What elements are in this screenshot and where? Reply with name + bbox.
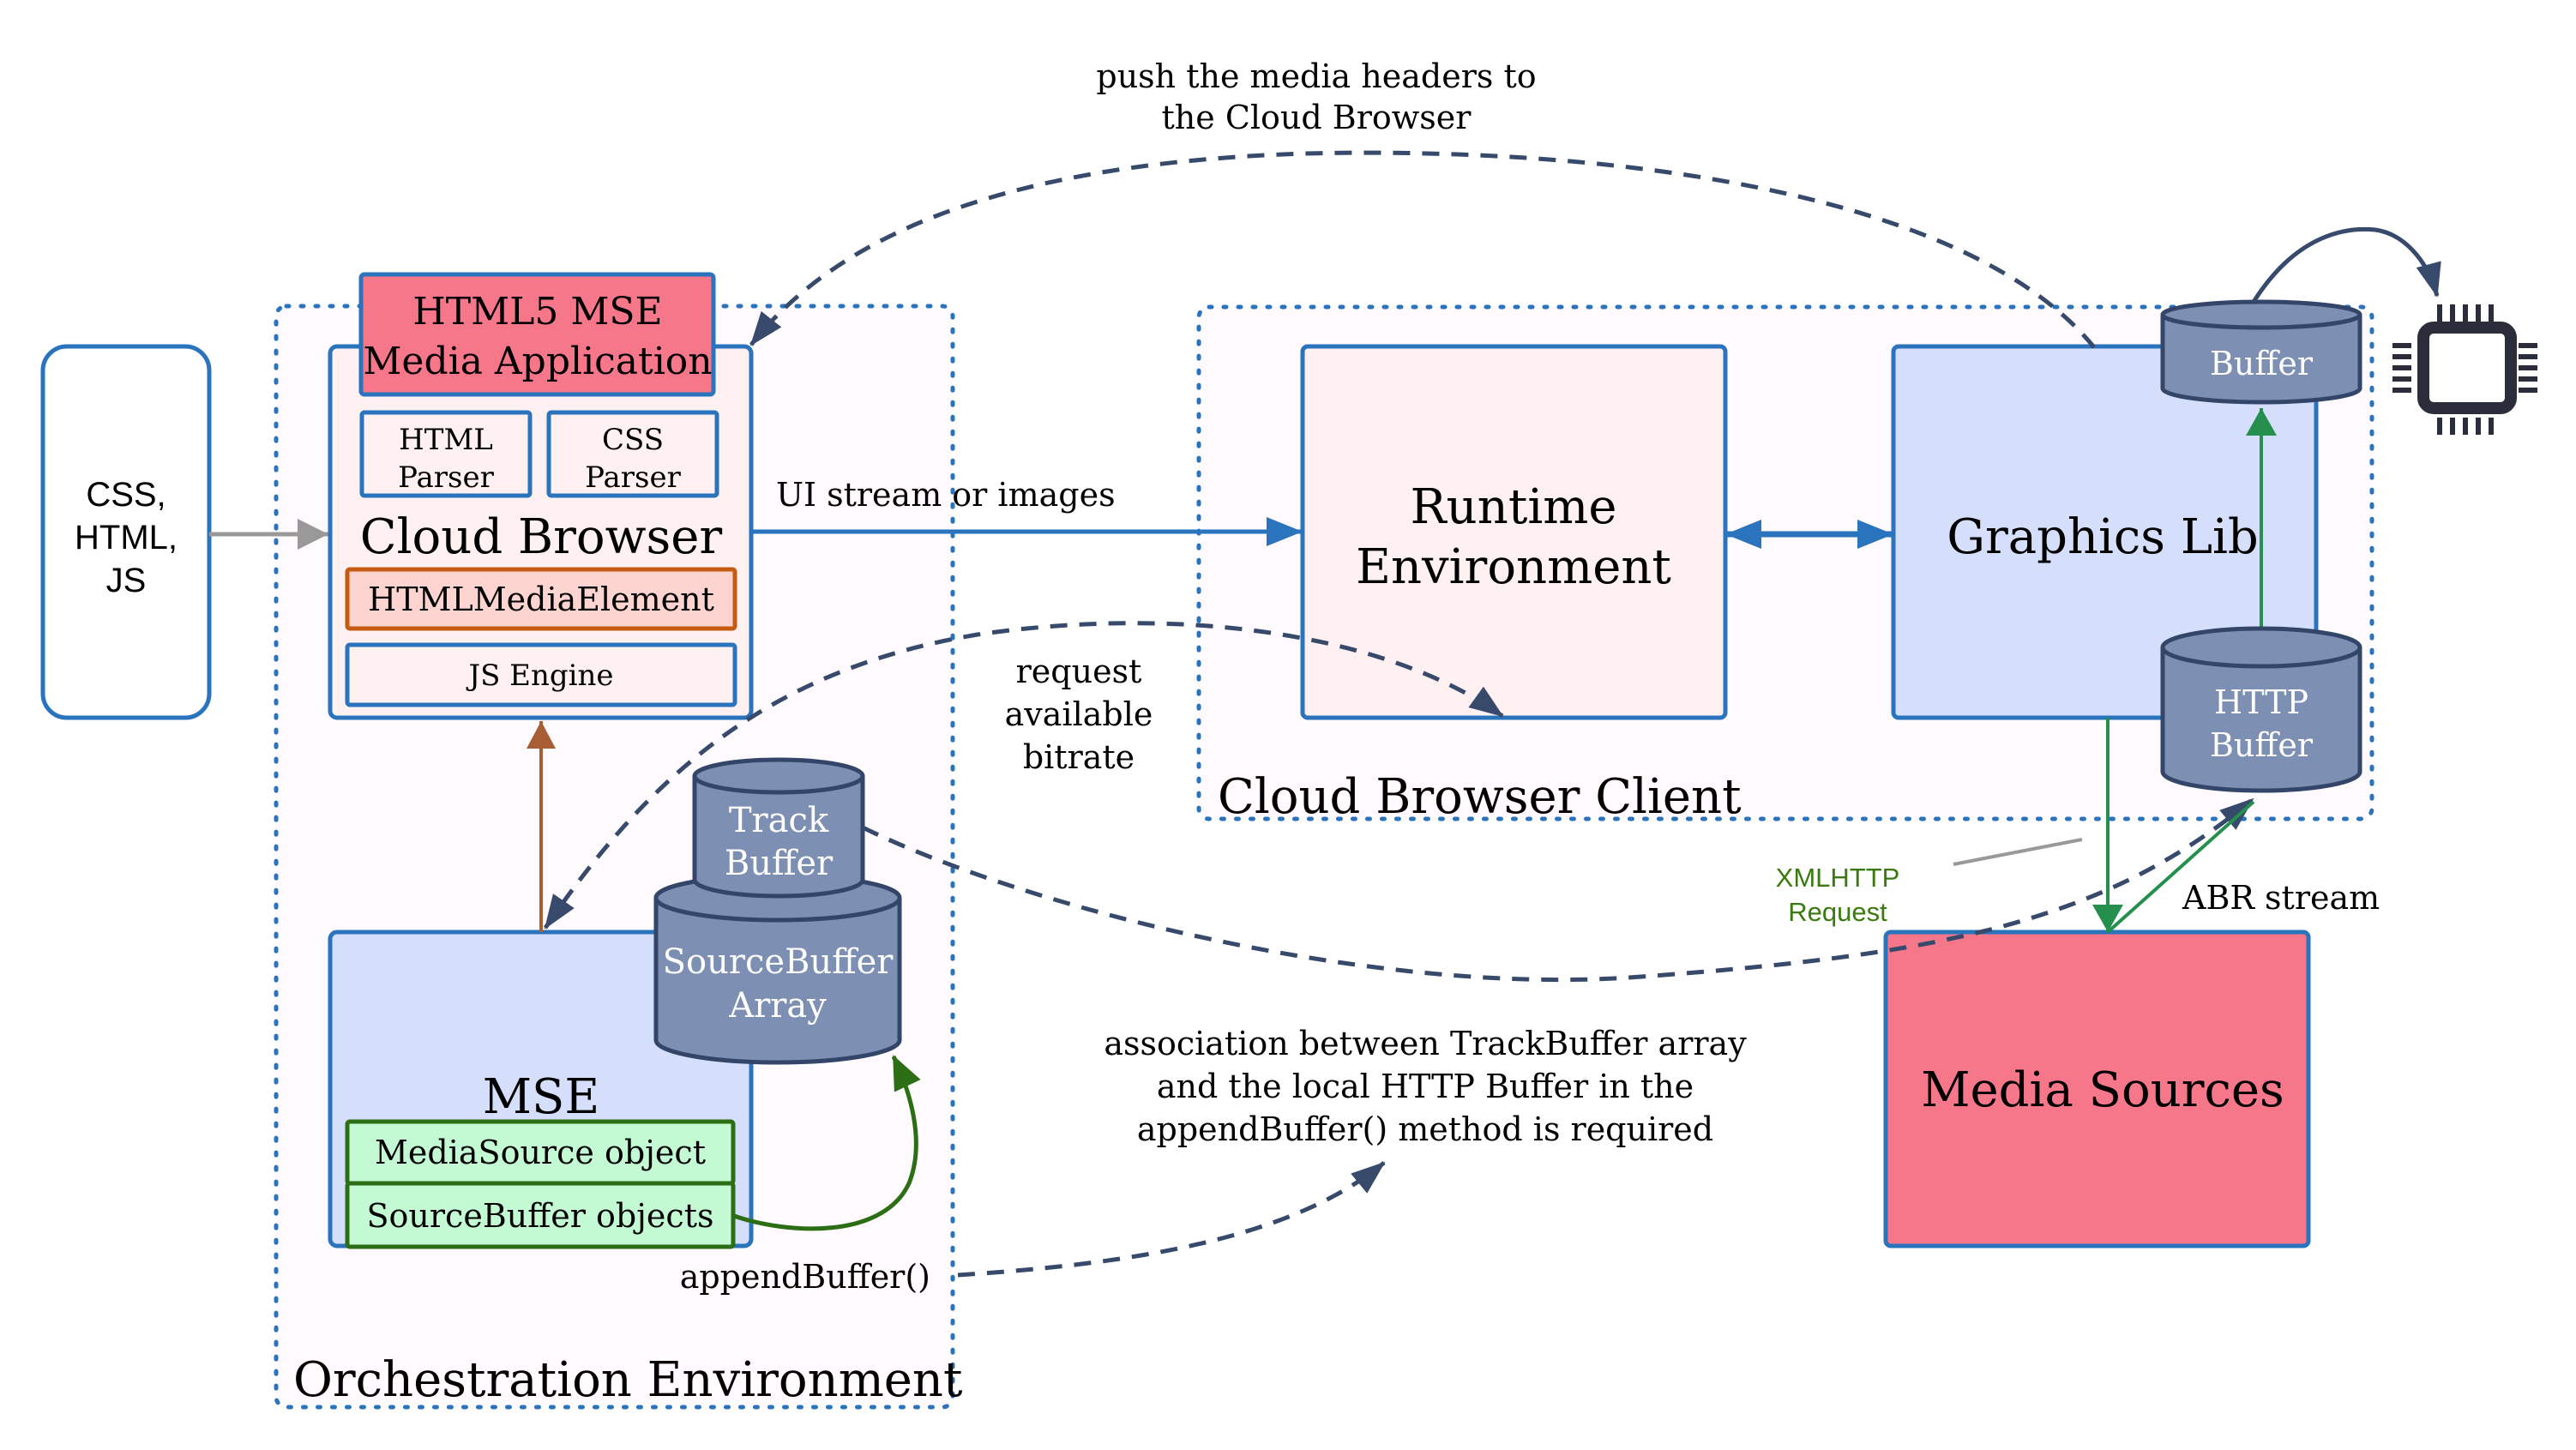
append-buffer-note-arrow <box>957 1161 1386 1278</box>
xmlhttp-line-1: XMLHTTP <box>1776 863 1900 893</box>
abr-stream-arrow <box>2106 800 2255 934</box>
media-app-line-2: Media Application <box>363 340 712 383</box>
html-media-element-box: HTMLMediaElement <box>345 567 737 631</box>
media-application-box: HTML5 MSE Media Application <box>358 272 716 397</box>
runtime-line-1: Runtime <box>1411 479 1617 535</box>
source-buffer-objects-box: SourceBuffer objects <box>345 1181 736 1249</box>
buffer-cylinder: Buffer <box>2160 299 2362 405</box>
html-media-element-label: HTMLMediaElement <box>368 581 714 618</box>
request-bitrate-arrow <box>543 621 1504 930</box>
request-bitrate-line-3: bitrate <box>1023 738 1135 776</box>
media-source-object-label: MediaSource object <box>375 1134 706 1171</box>
http-buffer-line-2: Buffer <box>2210 726 2314 764</box>
source-buffer-array-line-2: Array <box>728 986 827 1026</box>
mse-title: MSE <box>483 1069 600 1125</box>
input-line-3: JS <box>106 562 147 599</box>
push-headers-arrow <box>749 150 2096 349</box>
abr-stream-label: ABR stream <box>2182 879 2380 917</box>
push-headers-line-2: the Cloud Browser <box>1162 99 1472 136</box>
media-source-object-box: MediaSource object <box>345 1119 736 1186</box>
buffer-label: Buffer <box>2210 345 2314 382</box>
source-buffer-objects-label: SourceBuffer objects <box>367 1197 714 1235</box>
source-buffer-array-cylinder: SourceBuffer Array <box>653 873 902 1065</box>
track-buffer-cylinder: Track Buffer <box>692 757 865 899</box>
track-to-http-buffer-arrow <box>861 797 2254 983</box>
push-headers-line-1: push the media headers to <box>1096 57 1536 95</box>
request-bitrate-line-2: available <box>1005 695 1153 733</box>
html-parser-box: HTML Parser <box>359 410 533 498</box>
association-line-2: and the local HTTP Buffer in the <box>1157 1068 1694 1105</box>
css-parser-box: CSS Parser <box>546 410 719 498</box>
track-buffer-line-2: Buffer <box>725 844 834 883</box>
css-parser-line-1: CSS <box>602 423 664 457</box>
source-buffer-array-line-1: SourceBuffer <box>663 942 894 982</box>
media-sources-box: Media Sources <box>1883 930 2311 1248</box>
css-parser-line-2: Parser <box>585 460 681 495</box>
cloud-browser-title: Cloud Browser <box>360 509 723 565</box>
input-line-1: CSS, <box>86 476 166 514</box>
graphics-lib-box: Graphics Lib <box>1891 344 2319 720</box>
js-engine-label: JS Engine <box>466 659 613 693</box>
append-to-array-arrow <box>733 1055 921 1231</box>
js-engine-box: JS Engine <box>345 642 737 707</box>
http-buffer-line-1: HTTP <box>2214 683 2308 721</box>
cpu-chip-icon <box>2392 304 2537 435</box>
media-app-line-1: HTML5 MSE <box>412 290 662 334</box>
association-line-3: appendBuffer() method is required <box>1137 1110 1713 1148</box>
html-parser-line-1: HTML <box>399 423 493 457</box>
append-buffer-label: appendBuffer() <box>680 1258 930 1296</box>
input-files-box: CSS, HTML, JS <box>40 344 212 720</box>
client-label: Cloud Browser Client <box>1218 769 1742 825</box>
http-buffer-cylinder: HTTP Buffer <box>2160 626 2362 793</box>
html-parser-line-2: Parser <box>398 460 494 495</box>
input-line-2: HTML, <box>75 519 178 557</box>
xmlhttp-line-2: Request <box>1788 897 1887 927</box>
buffer-to-chip-arrow <box>2251 226 2441 304</box>
orchestration-label: Orchestration Environment <box>293 1352 963 1408</box>
runtime-environment-box: Runtime Environment <box>1300 344 1728 720</box>
media-sources-label: Media Sources <box>1921 1062 2284 1118</box>
xmlhttp-pointer-line <box>1953 838 2083 866</box>
runtime-line-2: Environment <box>1356 539 1671 595</box>
graphics-lib-label: Graphics Lib <box>1947 509 2259 565</box>
track-buffer-line-1: Track <box>729 801 829 840</box>
request-bitrate-line-1: request <box>1016 653 1142 690</box>
ui-stream-label: UI stream or images <box>776 476 1116 514</box>
association-line-1: association between TrackBuffer array <box>1104 1025 1747 1062</box>
